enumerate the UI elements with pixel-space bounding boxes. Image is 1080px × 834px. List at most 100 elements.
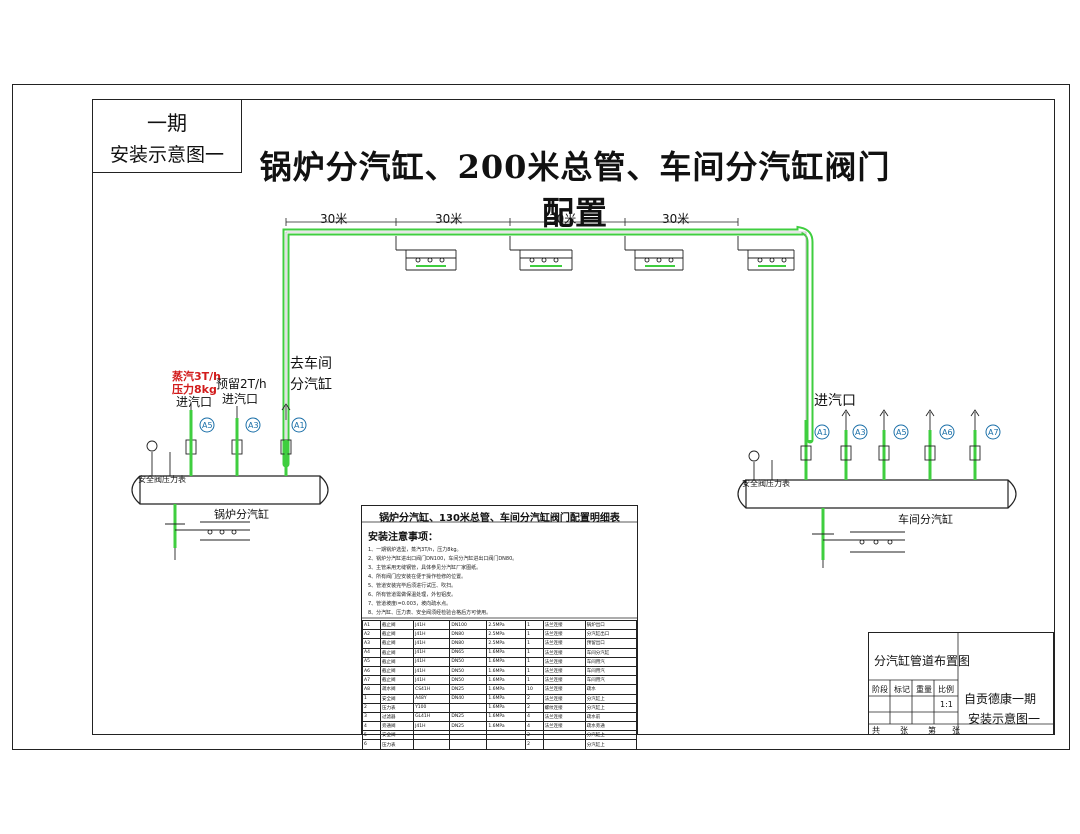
- table-cell: A5: [362, 656, 381, 667]
- table-cell: 法兰连接: [542, 684, 586, 695]
- table-cell: 法兰连接: [542, 721, 586, 732]
- table-cell: 法兰连接: [542, 711, 586, 723]
- table-cell: 锅炉出口: [584, 619, 638, 631]
- table-cell: J41H: [413, 656, 451, 667]
- spec-table-title: 锅炉分汽缸、130米总管、车间分汽缸阀门配置明细表: [379, 513, 620, 524]
- reserved-inlet-label: 进汽口: [222, 392, 259, 406]
- boiler-tag-a3: A3: [248, 421, 259, 430]
- workshop-tag-a7: A7: [988, 428, 999, 437]
- install-note: 4、所有阀门应安装在便于操作检修的位置。: [368, 574, 467, 580]
- table-cell: 10: [525, 684, 544, 695]
- workshop-header-name: 车间分汽缸: [898, 513, 953, 526]
- tb-no-label: 第: [928, 726, 936, 735]
- boiler-header-name: 锅炉分汽缸: [214, 508, 269, 521]
- table-cell: Y100: [413, 702, 451, 713]
- table-cell: 分汽缸上: [584, 693, 638, 704]
- table-cell: 车间用汽: [584, 665, 638, 677]
- to-workshop-label: 去车间: [290, 356, 332, 372]
- table-cell: 6: [362, 739, 381, 750]
- workshop-tag-a6: A6: [942, 428, 953, 437]
- table-cell: A7: [362, 675, 381, 686]
- table-cell: 截止阀: [379, 629, 415, 640]
- table-cell: 1: [525, 665, 544, 677]
- table-cell: 法兰连接: [542, 665, 586, 677]
- table-cell: [413, 730, 451, 741]
- table-cell: J41H: [413, 721, 451, 732]
- table-cell: 预留出口: [584, 638, 638, 649]
- table-cell: 截止阀: [379, 656, 415, 667]
- table-cell: A3: [362, 638, 381, 649]
- install-note: 6、所有管道需做保温处理，外包铝皮。: [368, 592, 457, 598]
- boiler-header-vessel: [131, 475, 329, 505]
- boiler-tag-circles: [199, 417, 307, 433]
- table-cell: 1: [525, 629, 544, 640]
- table-cell: A2: [362, 629, 381, 640]
- segment-label-3: 30米: [549, 212, 577, 226]
- table-cell: 过滤器: [379, 711, 415, 723]
- table-cell: 4: [525, 721, 544, 732]
- workshop-safety-valve-label: 安全阀: [742, 479, 766, 488]
- table-cell: 车间分汽缸: [584, 647, 638, 658]
- table-cell: DN80: [449, 629, 488, 640]
- boiler-inlet-label: 进汽口: [176, 395, 213, 409]
- table-cell: DN80: [449, 638, 488, 649]
- table-cell: 1.6MPa: [486, 665, 527, 677]
- boiler-tag-a1: A1: [294, 421, 305, 430]
- table-cell: DN50: [449, 656, 488, 667]
- title-block: [868, 632, 1054, 735]
- tb-label-weight: 重量: [916, 685, 932, 694]
- phase-label: 一期: [147, 111, 187, 135]
- page-title: 锅炉分汽缸、200米总管、车间分汽缸阀门配置: [259, 148, 891, 232]
- table-cell: 2.5MPa: [486, 638, 527, 649]
- table-cell: [486, 739, 527, 750]
- table-cell: 分汽缸出口: [584, 629, 638, 640]
- table-cell: 螺纹连接: [542, 702, 586, 713]
- table-cell: 截止阀: [379, 647, 415, 658]
- table-cell: 2.5MPa: [486, 629, 527, 640]
- boiler-safety-valve-label: 安全阀: [138, 475, 162, 484]
- table-cell: 1.6MPa: [486, 711, 527, 723]
- table-cell: 1: [525, 647, 544, 658]
- table-cell: 1.6MPa: [486, 693, 527, 704]
- reserved-rate-label: 预留2T/h: [216, 377, 267, 391]
- table-cell: J41H: [413, 619, 451, 631]
- table-cell: 1: [525, 619, 544, 631]
- table-cell: 2: [525, 693, 544, 704]
- drain-assemblies: [395, 236, 795, 271]
- table-cell: A48Y: [413, 693, 451, 704]
- workshop-inlet-label: 进汽口: [814, 393, 856, 409]
- table-cell: 分汽缸上: [584, 739, 638, 750]
- table-cell: J41H: [413, 665, 451, 677]
- install-note: 5、管道安装完毕后须进行试压、吹扫。: [368, 583, 457, 589]
- table-cell: 1: [362, 693, 381, 704]
- tb-sheets-label: 张: [900, 726, 908, 735]
- table-cell: 截止阀: [379, 675, 415, 686]
- table-cell: 疏水前: [584, 711, 638, 723]
- install-note: 2、锅炉分汽缸进出口阀门DN100，车间分汽缸进出口阀门DN80。: [368, 556, 518, 562]
- workshop-header-vessel: [737, 479, 1017, 509]
- table-cell: CS41H: [413, 684, 451, 695]
- workshop-tag-a1: A1: [817, 428, 828, 437]
- table-cell: J41H: [413, 638, 451, 649]
- table-cell: 法兰连接: [542, 647, 586, 658]
- phase-sheet-label: 安装示意图一: [109, 144, 224, 166]
- table-cell: 1.6MPa: [486, 721, 527, 732]
- table-cell: 2: [362, 702, 381, 713]
- table-cell: [486, 730, 527, 741]
- table-cell: [413, 739, 451, 750]
- table-cell: 法兰连接: [542, 693, 586, 704]
- table-cell: 疏水: [584, 684, 638, 695]
- table-cell: DN25: [449, 711, 488, 723]
- table-cell: [449, 702, 488, 713]
- boiler-pressure-gauge-label: 压力表: [162, 475, 186, 484]
- table-cell: [542, 730, 586, 741]
- table-cell: 车间用汽: [584, 656, 638, 667]
- table-cell: 分汽缸上: [584, 702, 638, 713]
- boiler-tag-a5: A5: [202, 421, 213, 430]
